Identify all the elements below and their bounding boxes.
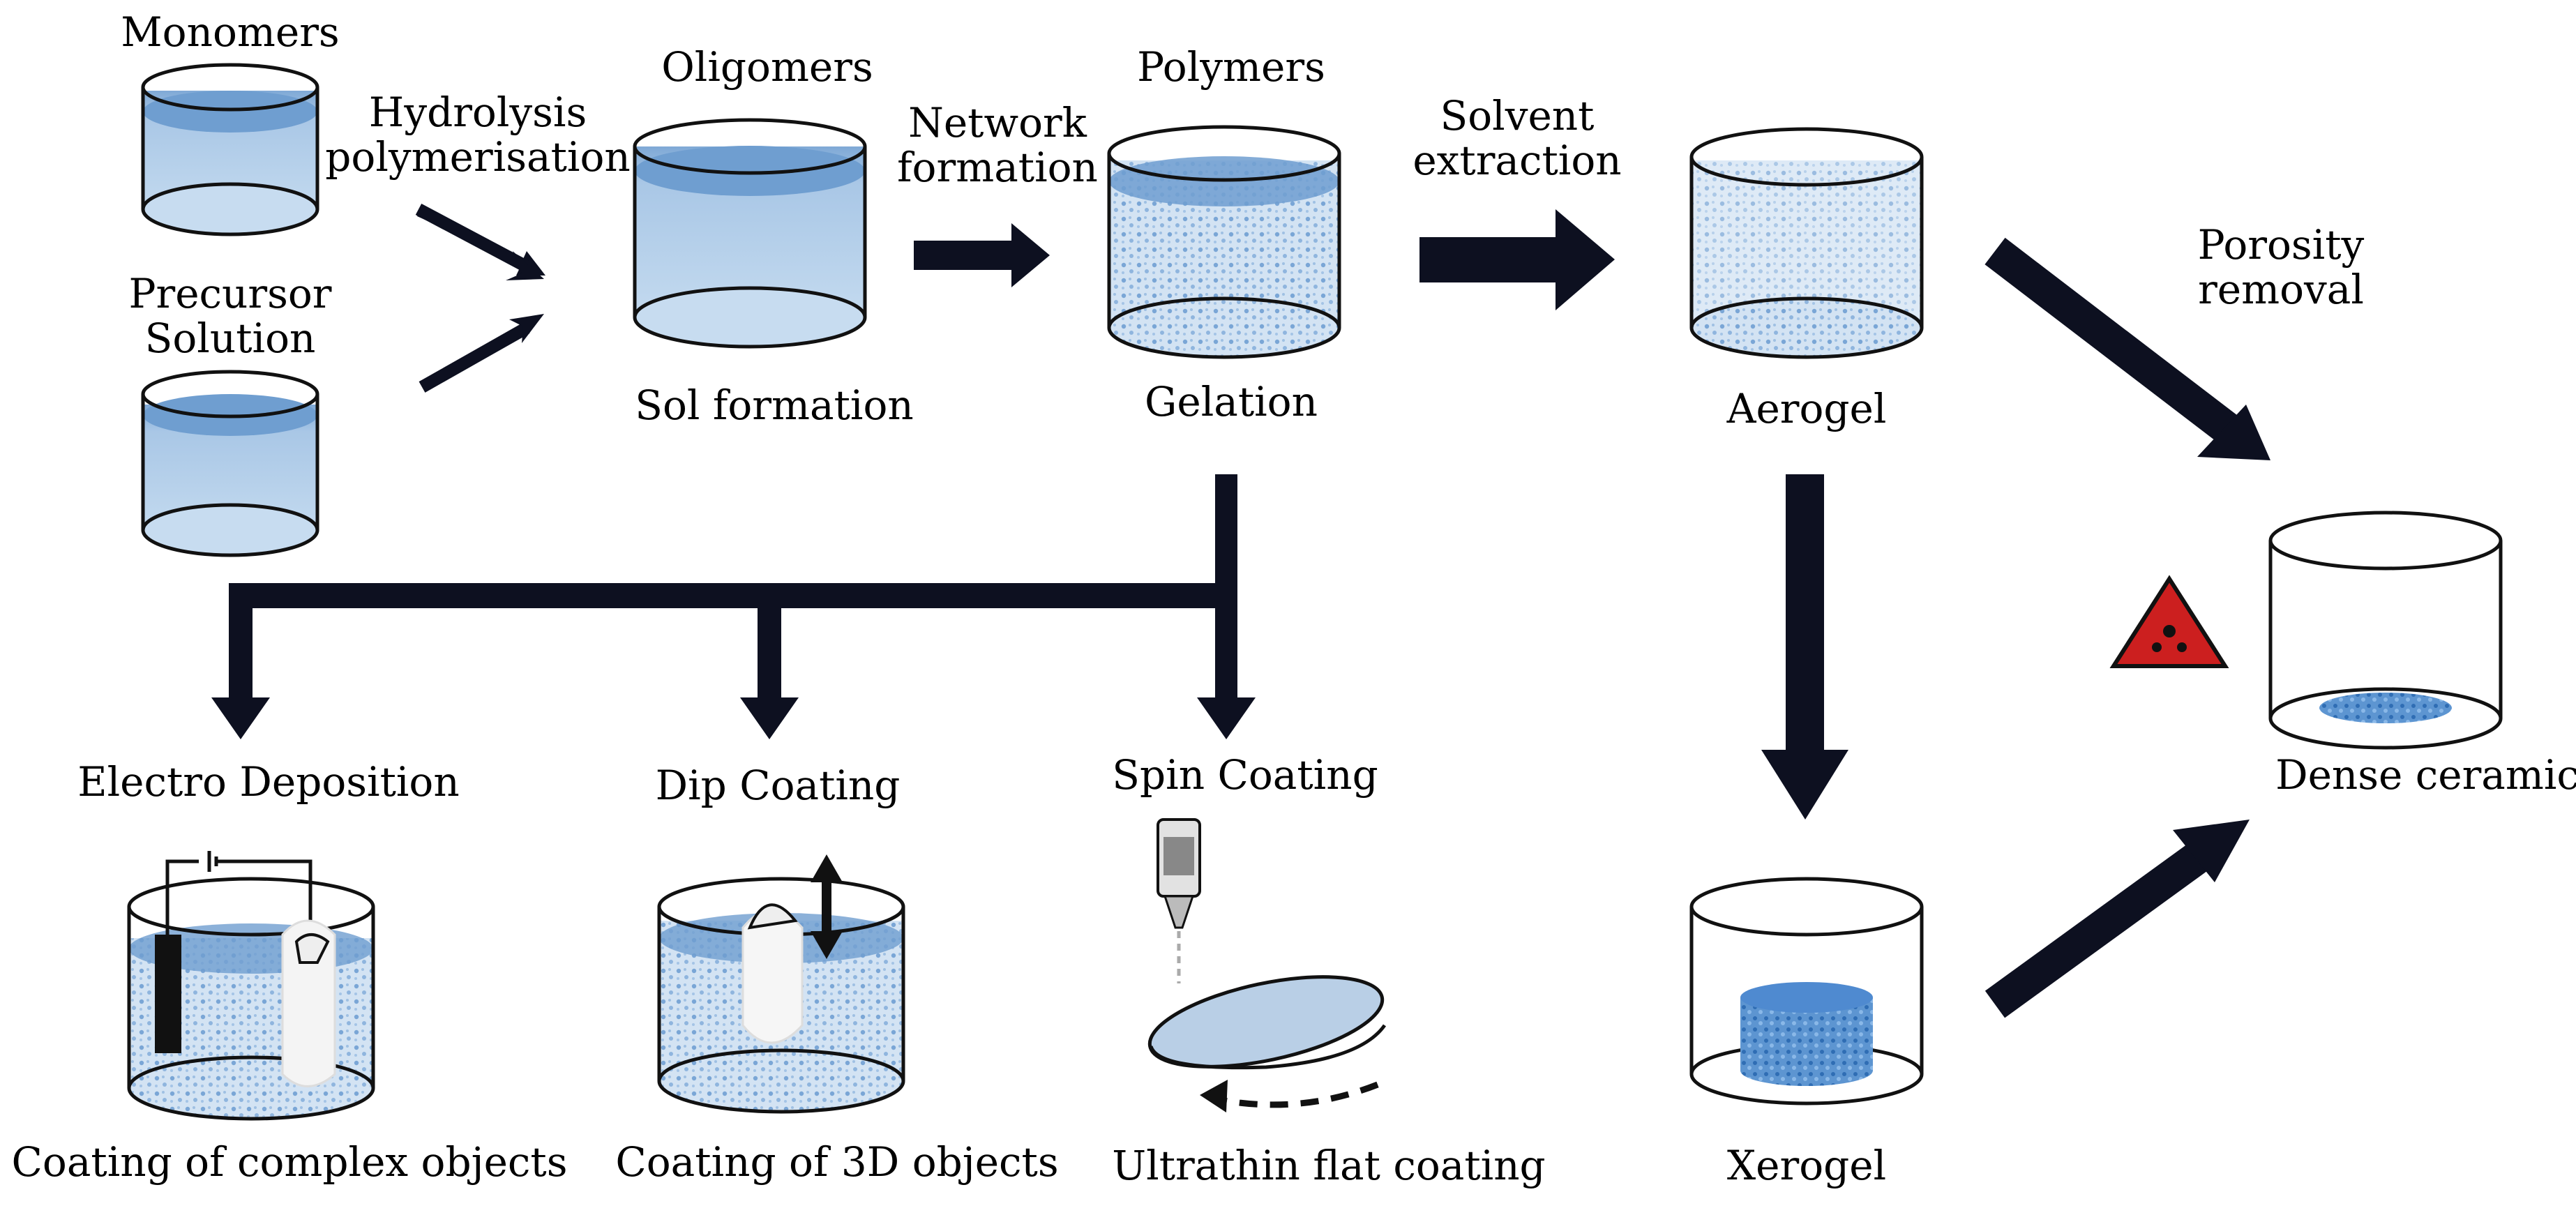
label-hydrolysis-polymerisation: Hydrolysis polymerisation: [325, 89, 631, 181]
label-solvent-extraction: Solvent extraction: [1413, 92, 1622, 184]
arrow-monomers-to-sol-line: [415, 204, 534, 274]
xerogel-beaker: [1689, 877, 1924, 1105]
electro-deposition-beaker: [127, 851, 375, 1121]
arrow-to-electro: [211, 697, 270, 739]
label-network-formation: Network formation: [897, 99, 1098, 191]
arrow-to-spin: [1197, 697, 1256, 739]
label-porosity-removal: Porosity removal: [2197, 221, 2365, 313]
arrow-gel-to-aerogel: [1419, 237, 1559, 282]
arrow-aerogel-to-xerogel: [1786, 474, 1824, 753]
label-spin-coating: Spin Coating: [1112, 751, 1378, 799]
label-xerogel: Xerogel: [1726, 1142, 1887, 1189]
label-coating-3d-objects: Coating of 3D objects: [615, 1138, 1059, 1186]
sol-beaker: [633, 118, 867, 349]
arrow-branch-bar: [229, 583, 1237, 608]
label-oligomers: Oligomers: [661, 43, 873, 91]
dip-coating-beaker: [657, 854, 905, 1114]
arrow-aerogel-to-dense: [1984, 237, 2243, 446]
arrow-xerogel-to-dense: [1984, 833, 2222, 1018]
arrows: [211, 204, 2270, 1018]
arrow-to-dip: [740, 697, 799, 739]
label-polymers: Polymers: [1137, 43, 1325, 91]
precursor-beaker: [141, 370, 319, 557]
label-precursor-solution: Precursor Solution: [128, 270, 332, 362]
label-gelation: Gelation: [1145, 378, 1318, 425]
arrow-precursor-to-sol: [419, 322, 530, 393]
label-sol-formation: Sol formation: [635, 382, 914, 429]
dense-ceramic-beaker: [2268, 511, 2503, 750]
label-aerogel: Aerogel: [1726, 385, 1887, 432]
aerogel-beaker: [1689, 127, 1924, 359]
label-electro-deposition: Electro Deposition: [77, 758, 460, 806]
label-dip-coating: Dip Coating: [655, 762, 901, 809]
monomers-beaker: [141, 63, 319, 236]
spin-coating-apparatus: [1147, 818, 1387, 1112]
warning-triangle-icon: [2109, 575, 2229, 668]
label-coating-complex-objects: Coating of complex objects: [11, 1138, 568, 1186]
gel-beaker: [1107, 125, 1341, 359]
label-dense-ceramic: Dense ceramic: [2275, 751, 2576, 799]
label-ultrathin-flat-coating: Ultrathin flat coating: [1112, 1142, 1546, 1189]
arrow-sol-to-gel: [914, 241, 1011, 270]
label-monomers: Monomers: [121, 8, 340, 56]
